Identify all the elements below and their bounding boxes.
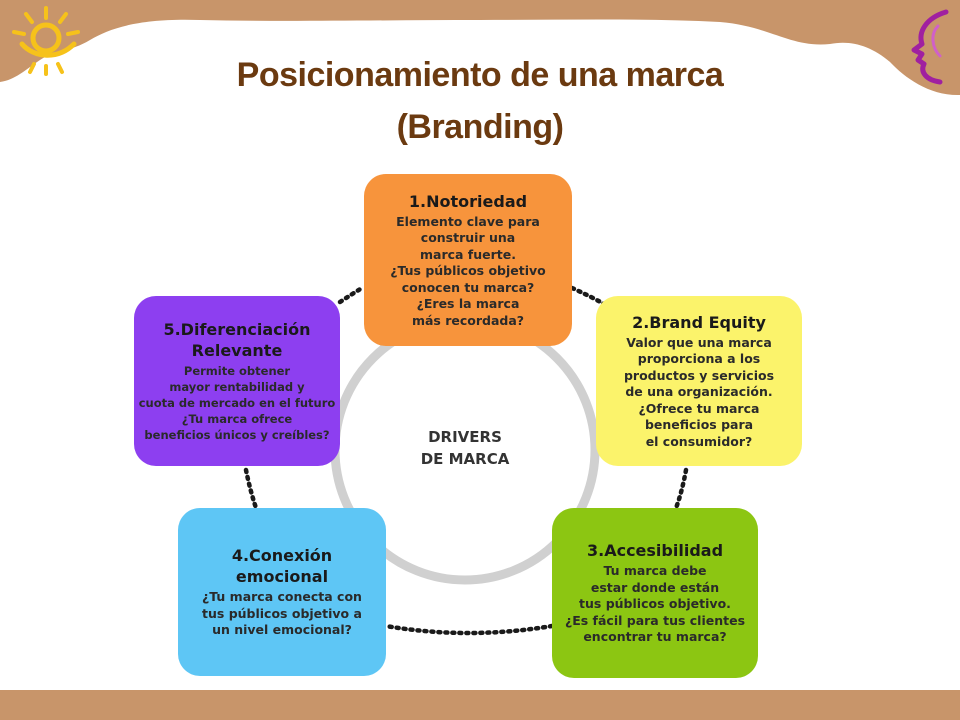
- card-body-line: el consumidor?: [645, 433, 753, 449]
- top-decor-band: [0, 0, 960, 96]
- center-label-line-2: DE MARCA: [420, 450, 510, 468]
- card-body-line: construir una: [420, 230, 516, 246]
- driver-card-notoriedad: 1.Notoriedad Elemento clave para constru…: [364, 174, 572, 346]
- card-title-line: emocional: [235, 567, 329, 587]
- card-body: Permite obtener mayor rentabilidad y cuo…: [139, 363, 336, 443]
- slide-title-line-2: (Branding): [396, 108, 564, 146]
- card-body-line: más recordada?: [411, 312, 525, 328]
- card-body-line: mayor rentabilidad y: [169, 380, 305, 394]
- card-body-line: conocen tu marca?: [401, 279, 535, 295]
- card-title-line: 3.Accesibilidad: [586, 541, 724, 561]
- card-body: Valor que una marca proporciona a los pr…: [624, 335, 774, 451]
- card-body-line: beneficios para: [644, 417, 754, 433]
- card-body: ¿Tu marca conecta con tus públicos objet…: [202, 589, 362, 639]
- connector-1-2: [569, 285, 607, 307]
- card-body-line: un nivel emocional?: [212, 622, 352, 638]
- center-label-line-1: DRIVERS: [428, 428, 502, 446]
- card-title: 5.Diferenciación Relevante: [163, 319, 310, 361]
- card-body-line: marca fuerte.: [419, 246, 516, 262]
- card-title-line: 4.Conexión: [231, 546, 333, 566]
- card-body-line: cuota de mercado en el futuro: [138, 396, 336, 410]
- slide-title-line-1: Posicionamiento de una marca: [236, 56, 724, 94]
- driver-card-diferenciacion-relevante: 5.Diferenciación Relevante Permite obten…: [134, 296, 340, 466]
- card-title-line: 5.Diferenciación: [163, 320, 311, 339]
- card-body-line: ¿Tu marca conecta con: [202, 589, 362, 605]
- center-label: DRIVERS DE MARCA: [380, 426, 550, 470]
- card-title: 2.Brand Equity: [632, 312, 766, 333]
- card-body-line: ¿Tu marca ofrece: [181, 412, 293, 426]
- card-title-line: Relevante: [191, 341, 283, 360]
- connector-5-1: [337, 285, 365, 305]
- driver-card-brand-equity: 2.Brand Equity Valor que una marca propo…: [596, 296, 802, 466]
- connector-4-5: [243, 467, 259, 511]
- sun-logo-icon: [12, 6, 80, 76]
- driver-card-conexion-emocional: 4.Conexión emocional ¿Tu marca conecta c…: [178, 508, 386, 676]
- card-body-line: Elemento clave para: [396, 213, 540, 229]
- card-body-line: tus públicos objetivo.: [579, 596, 731, 612]
- card-body-line: ¿Eres la marca: [416, 296, 520, 312]
- driver-card-accesibilidad: 3.Accesibilidad Tu marca debe estar dond…: [552, 508, 758, 678]
- face-profile-icon: [911, 9, 949, 85]
- card-body-line: Valor que una marca: [626, 334, 772, 350]
- card-body-line: tus públicos objetivo a: [202, 605, 362, 621]
- card-body: Elemento clave para construir una marca …: [390, 214, 546, 330]
- card-body-line: beneficios únicos y creíbles?: [144, 428, 330, 442]
- connector-3-4: [383, 623, 555, 636]
- card-body: Tu marca debe estar donde están tus públ…: [565, 563, 745, 646]
- card-title-line: 2.Brand Equity: [632, 312, 766, 332]
- card-body-line: de una organización.: [625, 384, 773, 400]
- card-body-line: encontrar tu marca?: [583, 629, 727, 645]
- card-body-line: productos y servicios: [623, 367, 775, 383]
- card-title: 1.Notoriedad: [409, 191, 527, 212]
- connector-2-3: [673, 467, 689, 511]
- card-title: 4.Conexión emocional: [232, 545, 332, 587]
- card-title-line: 1.Notoriedad: [408, 191, 528, 211]
- card-body-line: ¿Es fácil para tus clientes: [564, 612, 746, 628]
- card-body-line: Tu marca debe: [603, 563, 707, 579]
- card-body-line: proporciona a los: [637, 351, 761, 367]
- card-body-line: Permite obtener: [183, 364, 291, 378]
- card-title: 3.Accesibilidad: [587, 540, 723, 561]
- card-body-line: estar donde están: [590, 579, 720, 595]
- card-body-line: ¿Tus públicos objetivo: [390, 263, 546, 279]
- decor-icons: [12, 6, 949, 85]
- card-body-line: ¿Ofrece tu marca: [638, 400, 760, 416]
